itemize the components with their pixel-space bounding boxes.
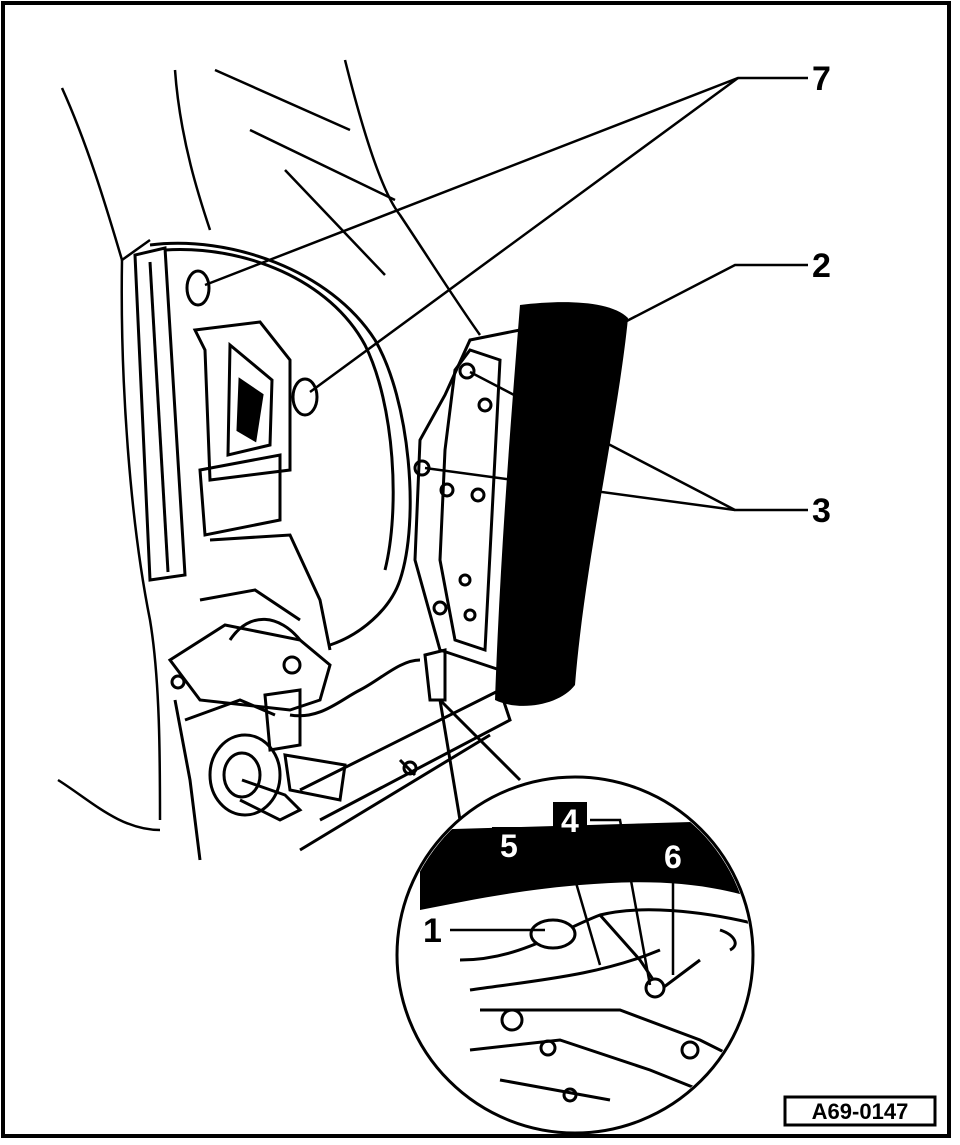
callout-4-box <box>553 802 587 840</box>
callout-4: 4 <box>561 803 579 839</box>
mounting-hole-lower <box>291 377 319 417</box>
callout-2: 2 <box>812 247 831 285</box>
zoom-lines <box>438 698 522 821</box>
callout-6-box <box>656 838 690 876</box>
leader-lines <box>204 76 808 986</box>
callout-5-box <box>492 827 526 865</box>
screw-upper <box>458 362 476 380</box>
callout-7: 7 <box>812 60 831 98</box>
mounting-hole-upper <box>185 269 211 307</box>
callout-3: 3 <box>812 492 831 530</box>
callout-6: 6 <box>664 839 682 875</box>
figure-ref-box <box>783 1095 937 1127</box>
door-sill <box>299 687 512 852</box>
body-panel-lines <box>57 59 482 832</box>
callout-1: 1 <box>423 912 442 950</box>
left-lock-assembly <box>133 241 421 861</box>
figure-ref: A69-0147 <box>812 1099 909 1124</box>
callout-5: 5 <box>500 828 518 864</box>
